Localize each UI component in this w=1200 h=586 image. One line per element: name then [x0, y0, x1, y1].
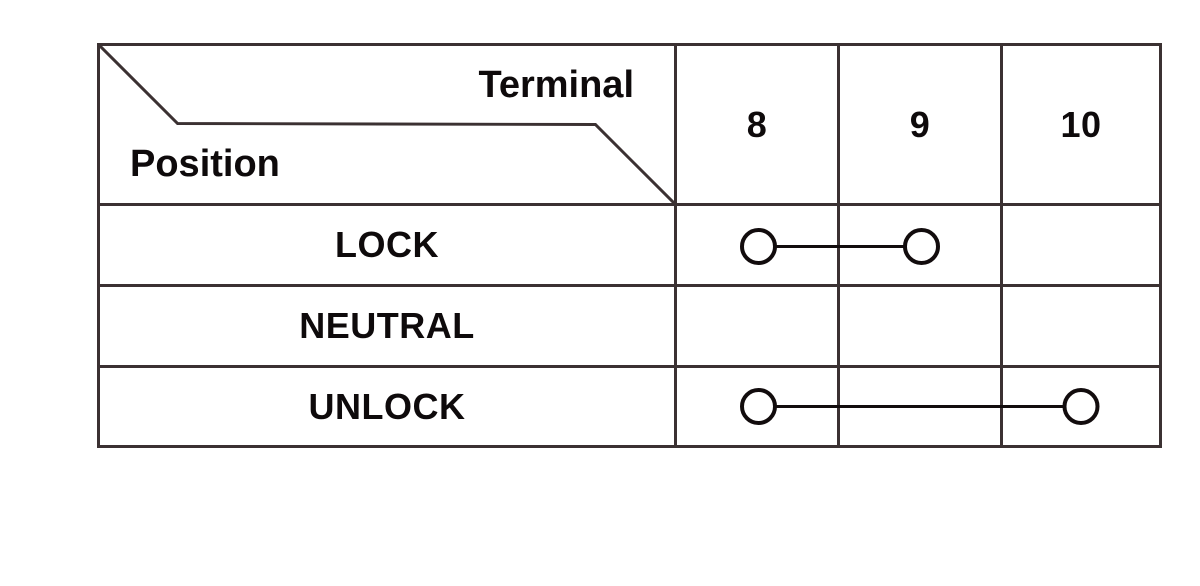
continuity-cell-neutral-8 — [677, 287, 840, 368]
continuity-cell-unlock-8 — [677, 368, 840, 445]
continuity-cell-unlock-9 — [840, 368, 1003, 445]
continuity-cell-lock-9 — [840, 206, 1003, 287]
diagonal-divider — [100, 46, 674, 203]
row-label-lock: LOCK — [100, 206, 677, 287]
terminal-continuity-table: Terminal Position 8 9 10 LOCK NEUTRAL UN… — [97, 43, 1162, 448]
continuity-cell-unlock-10 — [1003, 368, 1159, 445]
corner-position-label: Position — [130, 143, 280, 185]
corner-terminal-label: Terminal — [478, 64, 634, 106]
continuity-cell-lock-8 — [677, 206, 840, 287]
continuity-cell-neutral-9 — [840, 287, 1003, 368]
terminal-header-9: 9 — [840, 46, 1003, 206]
continuity-cell-neutral-10 — [1003, 287, 1159, 368]
terminal-header-8: 8 — [677, 46, 840, 206]
row-label-neutral: NEUTRAL — [100, 287, 677, 368]
terminal-header-10: 10 — [1003, 46, 1159, 206]
row-label-unlock: UNLOCK — [100, 368, 677, 445]
continuity-cell-lock-10 — [1003, 206, 1159, 287]
corner-header-cell: Terminal Position — [100, 46, 677, 206]
